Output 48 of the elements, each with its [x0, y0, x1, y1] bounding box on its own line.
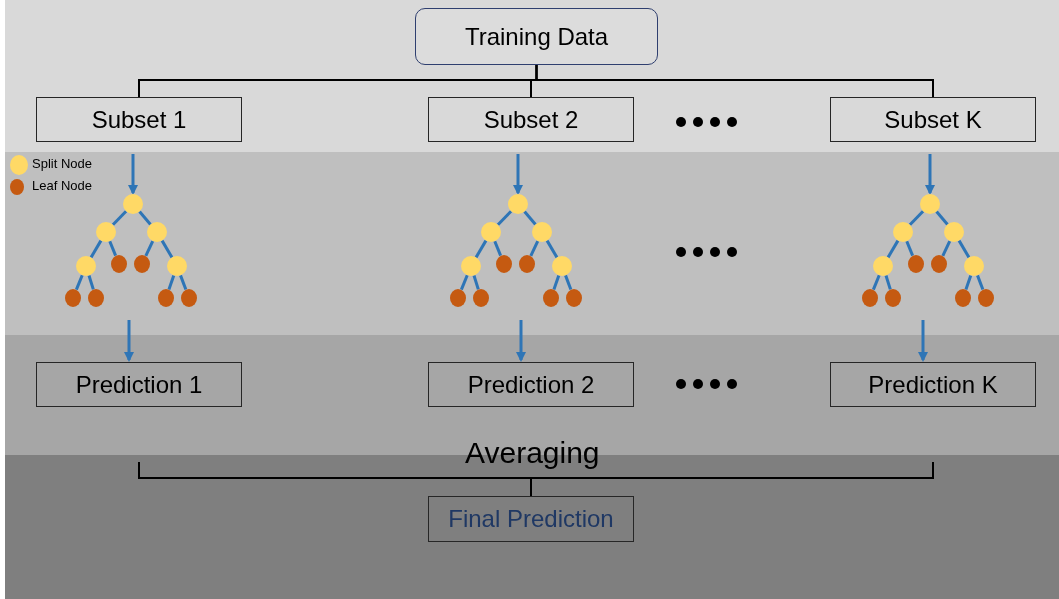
tree-branch	[976, 274, 985, 291]
tree-branch	[935, 210, 949, 226]
arrow	[918, 320, 928, 362]
tree-branch	[964, 274, 973, 290]
tree-branch	[144, 240, 155, 257]
tree-branch	[552, 274, 561, 290]
tree-branch	[111, 210, 128, 226]
tree-branch	[167, 274, 176, 290]
connector-line	[535, 64, 934, 98]
tree-branch	[545, 239, 559, 259]
tree-branch	[564, 274, 573, 291]
tree-branch	[529, 240, 540, 257]
tree-branch	[523, 210, 537, 226]
tree-branch	[160, 239, 174, 259]
process-box: Subset 1	[36, 97, 242, 142]
arrow	[124, 320, 134, 362]
tree-branch	[905, 240, 914, 257]
arrow	[513, 154, 523, 195]
tree-branch	[89, 239, 103, 259]
tree-branch	[472, 275, 480, 290]
tree-branch	[908, 210, 925, 226]
tree-branch	[493, 240, 502, 257]
tree-branch	[872, 274, 881, 291]
annotation-text: Averaging	[465, 436, 600, 470]
result-box: Final Prediction	[428, 496, 634, 542]
tree-branch	[138, 210, 152, 226]
arrow	[128, 154, 138, 195]
tree-branch	[87, 275, 95, 290]
legend-label: Leaf Node	[32, 178, 92, 193]
process-box: Prediction 1	[36, 362, 242, 407]
tree-branch	[108, 240, 117, 257]
legend-label: Split Node	[32, 156, 92, 171]
process-box: Subset K	[830, 97, 1036, 142]
tree-branch	[474, 239, 488, 259]
arrow	[925, 154, 935, 195]
tree-branch	[179, 274, 188, 291]
tree-branch	[884, 275, 892, 290]
arrow	[516, 320, 526, 362]
tree-branch	[886, 239, 900, 259]
data-box: Training Data	[415, 8, 658, 65]
tree-branch	[75, 274, 84, 291]
tree-branch	[460, 274, 469, 291]
process-box: Subset 2	[428, 97, 634, 142]
process-box: Prediction K	[830, 362, 1036, 407]
tree-branch	[496, 210, 513, 226]
process-box: Prediction 2	[428, 362, 634, 407]
tree-branch	[957, 239, 971, 259]
tree-branch	[941, 240, 952, 257]
